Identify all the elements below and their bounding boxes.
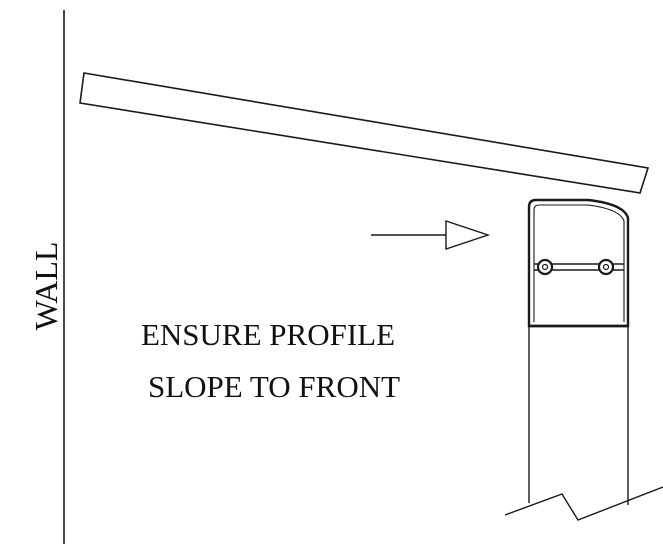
left-bolt [536,258,554,276]
beam-profile [527,198,630,328]
profile-inner [533,204,625,322]
instruction-line-2: SLOPE TO FRONT [148,369,400,404]
profile-outer [527,198,630,328]
right-bolt [597,258,615,276]
wall-label: WALL [28,242,64,331]
sloped-roof-sheet [79,72,650,194]
direction-arrow [371,220,491,250]
arrow-head [445,220,491,250]
instruction-line-1: ENSURE PROFILE [141,317,395,352]
support-post [504,326,663,521]
post-break-line [504,486,663,521]
